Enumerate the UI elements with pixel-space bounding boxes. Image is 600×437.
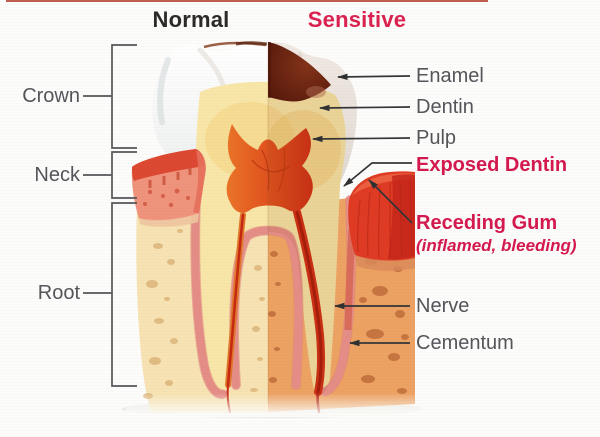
pulp-arrow	[312, 135, 411, 143]
scan-edge-artifact	[6, 0, 488, 2]
gum-speckles	[143, 188, 190, 208]
gum-inflamed	[344, 171, 415, 331]
header-sensitive: Sensitive	[307, 7, 407, 32]
label-pulp: Pulp	[416, 127, 457, 149]
root-bracket	[111, 202, 137, 387]
root-canals	[225, 208, 326, 414]
label-dentin: Dentin	[416, 96, 474, 118]
decay-spot	[203, 41, 331, 102]
header-normal: Normal	[152, 7, 230, 32]
label-root: Root	[37, 282, 80, 304]
label-receding-gum: Receding Gum	[416, 212, 558, 234]
gum-striations	[357, 177, 413, 259]
exposed-dentin-arrow	[343, 162, 412, 187]
crown-bracket	[111, 44, 137, 149]
label-exposed-dentin: Exposed Dentin	[416, 154, 568, 176]
label-nerve: Nerve	[416, 295, 470, 317]
pulp-chamber	[226, 124, 313, 213]
label-crown: Crown	[22, 85, 80, 107]
enamel-arrow	[337, 73, 411, 81]
dentin-arrow	[319, 104, 411, 112]
section-brackets	[83, 44, 137, 387]
leader-arrows	[312, 73, 413, 347]
bottom-fade	[126, 393, 426, 417]
label-cementum: Cementum	[416, 332, 514, 354]
label-enamel: Enamel	[416, 65, 484, 87]
gum-drips	[148, 168, 192, 188]
label-neck: Neck	[34, 164, 80, 186]
label-receding-gum-note: (inflamed, bleeding)	[416, 236, 577, 255]
receding-gum-arrow	[368, 179, 413, 224]
gum-normal	[131, 149, 206, 227]
